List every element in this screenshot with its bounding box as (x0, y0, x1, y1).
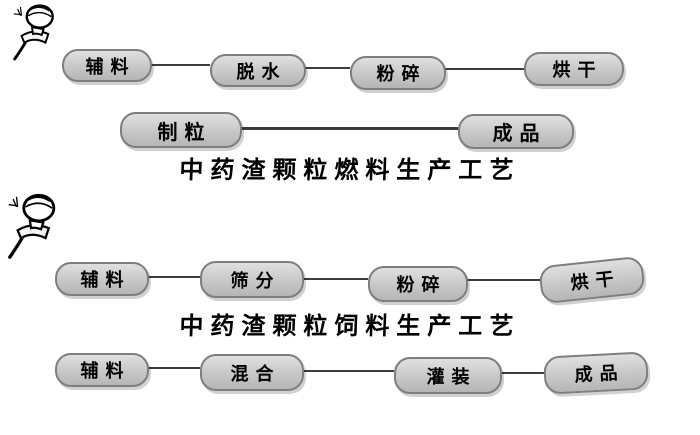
feed-step-auxiliary-material: 辅料 (55, 262, 149, 296)
fuel-step-dehydration: 脱水 (210, 54, 306, 87)
connector-line (442, 68, 524, 70)
connector-line (302, 67, 350, 69)
connector-line (145, 276, 200, 278)
pushpin-icon (8, 193, 56, 259)
feed-step-finished-product: 成品 (543, 351, 649, 395)
feed-step-crushing: 粉碎 (368, 266, 468, 302)
fuel-step-finished-product: 成品 (458, 114, 574, 149)
connector-line (300, 370, 394, 372)
feed-step-mixing: 混合 (200, 354, 304, 391)
connector-line (300, 278, 368, 280)
fuel-process-caption: 中药渣颗粒燃料生产工艺 (178, 155, 521, 184)
connector-line (238, 127, 458, 130)
connector-line (464, 279, 540, 281)
fuel-step-drying: 烘干 (524, 52, 624, 86)
feed-step-screening: 筛分 (200, 261, 304, 298)
connector-line (148, 64, 210, 66)
feed-step-auxiliary-material-2: 辅料 (55, 353, 149, 387)
pushpin-icon (13, 4, 54, 61)
feed-step-filling: 灌装 (394, 357, 502, 394)
fuel-step-auxiliary-material: 辅料 (62, 49, 152, 82)
connector-line (498, 372, 544, 374)
connector-line (145, 367, 200, 369)
fuel-step-crushing: 粉碎 (350, 56, 446, 90)
pushpin-icon (2, 192, 60, 262)
feed-process-caption: 中药渣颗粒饲料生产工艺 (178, 311, 521, 340)
feed-step-drying: 烘干 (538, 255, 646, 305)
fuel-step-granulation: 制粒 (120, 112, 242, 148)
pushpin-icon (8, 2, 58, 64)
